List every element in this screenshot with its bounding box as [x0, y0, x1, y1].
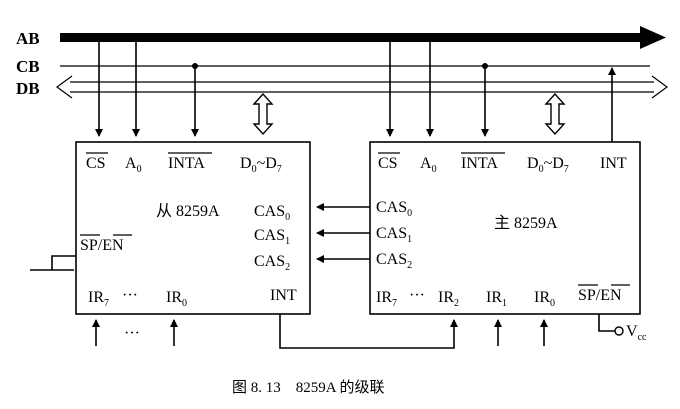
vcc-terminal	[614, 326, 624, 336]
master-8259a: CS A0 INTA D0~D7 INT CAS0 CAS1 CAS2 主 82…	[369, 42, 647, 346]
master-ir1-label: IR1	[486, 289, 507, 309]
master-cs-label: CS	[378, 155, 398, 172]
slave-chip-box	[75, 141, 311, 315]
slave-sp-en-label: SP/EN	[80, 237, 124, 254]
master-ir0-label: IR0	[534, 289, 555, 309]
slave-ir-dots: ···	[122, 287, 138, 304]
slave-data-label: D0~D7	[240, 155, 282, 175]
master-ir2-label: IR2	[438, 289, 459, 309]
slave-data-double-arrow	[252, 92, 274, 136]
slave-int-to-master-ir2-link	[279, 314, 458, 349]
slave-cs-label: CS	[86, 155, 106, 172]
address-bus-arrowhead	[640, 26, 666, 49]
master-inta-junction	[482, 63, 488, 69]
master-sp-en-vcc-wire	[598, 314, 615, 332]
cas-connections	[316, 203, 370, 263]
address-bus-label: AB	[16, 29, 40, 48]
master-ir7-label: IR7	[376, 289, 397, 309]
slave-sp-en-ground-wire	[51, 255, 76, 270]
vcc-label: Vcc	[626, 323, 647, 343]
slave-input-dots: ···	[124, 325, 140, 342]
figure-caption: 图 8. 13 8259A 的级联	[232, 379, 385, 396]
data-bus-left-arrowhead	[55, 75, 73, 99]
slave-int-label: INT	[270, 287, 297, 304]
master-cas0-label: CAS0	[376, 199, 412, 219]
control-bus: CB	[16, 57, 650, 76]
data-bus: DB	[16, 75, 669, 99]
slave-inta-label: INTA	[168, 155, 205, 172]
slave-ir0-label: IR0	[166, 289, 187, 309]
master-a0-label: A0	[420, 155, 437, 175]
slave-8259a: CS A0 INTA D0~D7 从 8259A CAS0 CAS1 CAS2 …	[30, 42, 311, 346]
master-sp-en-label: SP/EN	[578, 287, 622, 304]
slave-cas2-label: CAS2	[254, 253, 290, 273]
master-ir-dots: ···	[409, 287, 425, 304]
address-bus: AB	[16, 26, 666, 49]
slave-inta-junction	[192, 63, 198, 69]
address-bus-line	[60, 33, 643, 42]
master-inta-label: INTA	[461, 155, 498, 172]
slave-ir7-label: IR7	[88, 289, 109, 309]
master-data-label: D0~D7	[527, 155, 569, 175]
control-bus-label: CB	[16, 57, 40, 76]
data-bus-right-arrowhead	[651, 75, 669, 99]
master-chip-title: 主 8259A	[494, 214, 558, 232]
master-chip-box	[369, 141, 641, 315]
master-int-label: INT	[600, 155, 627, 172]
slave-chip-title: 从 8259A	[156, 203, 220, 220]
master-data-double-arrow	[544, 92, 566, 136]
master-cas2-label: CAS2	[376, 251, 412, 271]
slave-cas1-label: CAS1	[254, 227, 290, 247]
master-cas1-label: CAS1	[376, 225, 412, 245]
slave-cas0-label: CAS0	[254, 203, 290, 223]
slave-a0-label: A0	[125, 155, 142, 175]
data-bus-label: DB	[16, 79, 40, 98]
